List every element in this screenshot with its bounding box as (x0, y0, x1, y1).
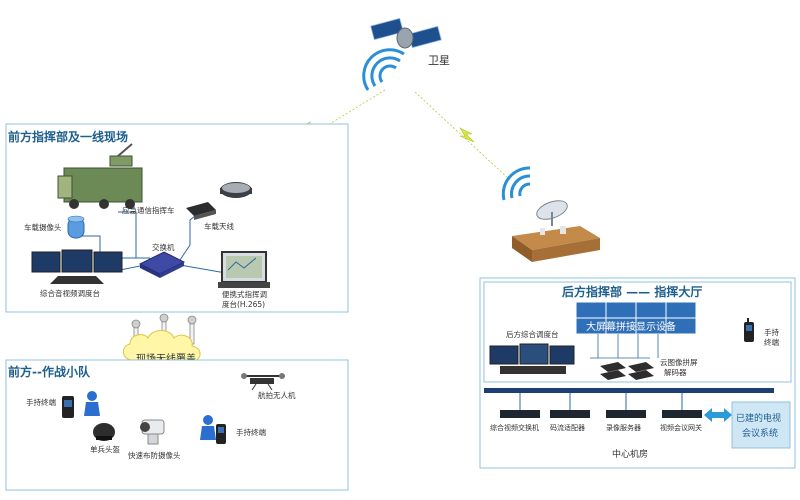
machine-room-devices (500, 410, 702, 418)
video-wall-icon (575, 301, 697, 335)
rear-command-title: 后方指挥部 —— 指挥大厅 (562, 284, 702, 299)
ground-station-signal-icon (501, 166, 531, 201)
handheld-terminal-rear-icon (744, 318, 754, 342)
bus-drops (519, 393, 683, 410)
wifi-antenna-icons (131, 313, 197, 347)
existing-system-box (731, 401, 791, 449)
vehicle-antenna-label: 车载天线 (204, 221, 234, 231)
network-bus (484, 388, 774, 393)
rear-command-panel: 后方指挥部 —— 指挥大厅 大屏幕拼接显示设备 后方综合调度台 (479, 277, 796, 469)
dispatch-console-label: 综合音视频调度台 (40, 288, 100, 298)
cloud-decoder-label-line2: 解码器 (664, 367, 687, 377)
handheld-terminal-rear-label-line2: 终端 (764, 337, 779, 347)
video-switch-icon (500, 410, 540, 418)
bolt-icon (459, 127, 475, 143)
stream-adapter-label: 码流适配器 (550, 423, 585, 432)
rear-console-icon (489, 343, 575, 374)
portable-console-label-line1: 便携式指挥调 (222, 289, 267, 299)
drone-label: 航拍无人机 (258, 390, 296, 400)
double-arrow-icon (704, 408, 732, 422)
portable-console-label-line2: 度台(H.265) (222, 299, 265, 309)
combat-team-title: 前方--作战小队 (8, 364, 91, 379)
existing-system-label-line2: 会议系统 (742, 427, 778, 439)
satellite-dish-icon (536, 200, 568, 226)
drone-icon (241, 373, 285, 391)
vehicle-antenna-icon (220, 182, 252, 198)
rear-console-label: 后方综合调度台 (506, 329, 559, 339)
dispatch-console-icon (31, 249, 123, 284)
handheld-terminal-rear-label-line1: 手持 (764, 327, 779, 337)
conference-gateway-label: 视频会议网关 (660, 423, 702, 432)
satellite-label: 卫星 (428, 54, 450, 67)
handheld-terminal-left-icon (62, 391, 100, 418)
front-command-panel: 前方指挥部及一线现场 应急通信指挥车 车载摄像头 (5, 123, 349, 313)
vehicle-camera-icon (67, 215, 85, 239)
command-vehicle-label: 应急通信指挥车 (122, 205, 175, 215)
video-wall-label: 大屏幕拼接显示设备 (586, 320, 676, 333)
cloud-decoder-label-line1: 云图像拼屏 (660, 357, 698, 367)
conference-gateway-icon (662, 410, 702, 418)
satellite-icon (370, 17, 442, 49)
satellite-signal-icon (362, 48, 405, 91)
front-command-title: 前方指挥部及一线现场 (8, 129, 128, 144)
satellite: 卫星 (362, 17, 450, 91)
existing-system-label-line1: 已建的电视 (736, 412, 781, 424)
ground-station (501, 166, 600, 262)
building-icon (512, 226, 600, 262)
handheld-terminal-left-label: 手持终端 (26, 397, 56, 407)
combat-team-panel: 前方--作战小队 航拍无人机 手持终端 单兵头盔 (5, 359, 349, 491)
helmet-camera-label: 单兵头盔 (90, 444, 120, 454)
command-vehicle-icon (57, 143, 143, 209)
helmet-camera-icon (93, 423, 115, 441)
video-wall-legs (590, 334, 659, 359)
deploy-camera-label: 快速布防摄像头 (128, 450, 181, 460)
video-switch-label: 综合视频交换机 (490, 423, 539, 432)
vehicle-camera-label: 车载摄像头 (24, 222, 62, 232)
handheld-terminal-right-icon (200, 415, 226, 444)
machine-room-title: 中心机房 (612, 448, 648, 460)
cloud-decoder-icon (600, 362, 654, 380)
handheld-terminal-right-label: 手持终端 (236, 427, 266, 437)
recording-server-icon (606, 410, 646, 418)
switch-icon (138, 251, 186, 278)
stream-adapter-icon (550, 410, 590, 418)
antenna-modem-icon (186, 202, 216, 220)
portable-console-icon (218, 251, 270, 288)
deploy-camera-icon (140, 419, 165, 445)
switch-label: 交换机 (152, 242, 175, 252)
recording-server-label: 录像服务器 (606, 423, 641, 432)
